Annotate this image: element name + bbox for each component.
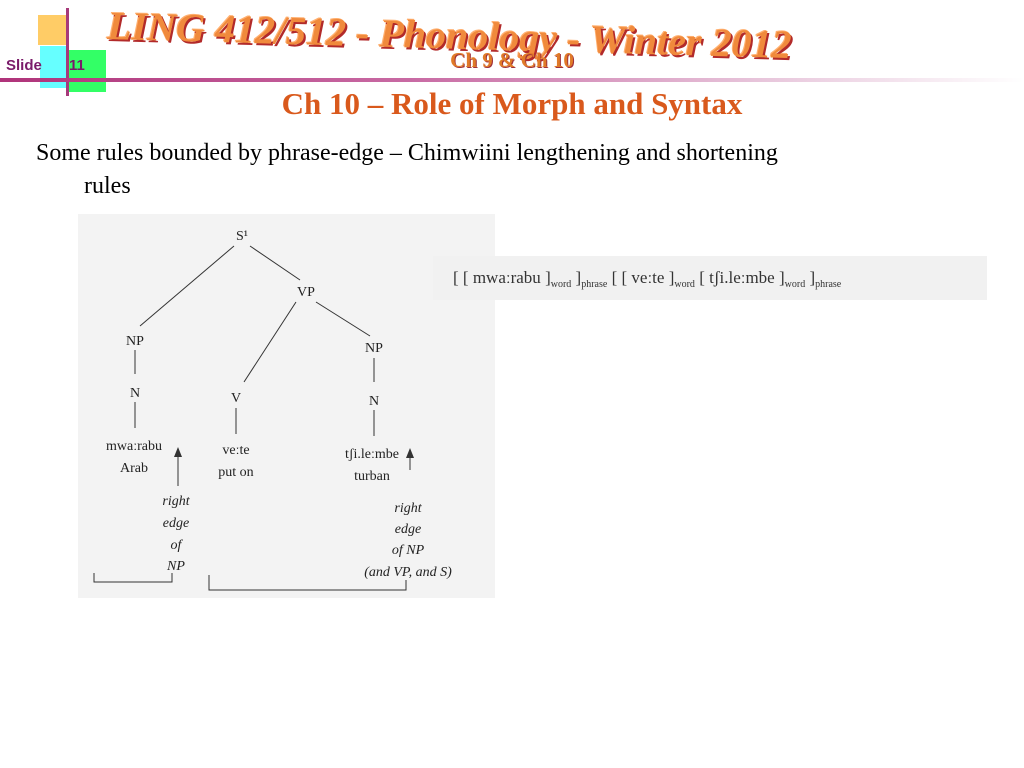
- note2-line3: of NP: [392, 543, 425, 558]
- header-vertical-rule: [66, 8, 69, 96]
- header-deco-green: [66, 50, 106, 92]
- tree-node-v: V: [231, 391, 241, 406]
- tree-node-n-left: N: [130, 386, 140, 401]
- note1-line4: NP: [166, 559, 185, 574]
- note1-line1: right: [162, 494, 190, 509]
- tree-gloss3: turban: [354, 469, 390, 484]
- tree-node-vp: VP: [297, 285, 315, 300]
- phrase-bracketing: [ [ mwaːrabu ]word ]phrase [ [ veːte ]wo…: [433, 256, 987, 300]
- header-deco-orange: [38, 15, 66, 45]
- bullet-text: Some rules bounded by phrase-edge – Chim…: [36, 137, 936, 203]
- note1-line3: of: [171, 538, 184, 553]
- tree-node-np-right: NP: [365, 341, 383, 356]
- bullet-text-line1: Some rules bounded by phrase-edge – Chim…: [36, 140, 778, 166]
- note1-line2: edge: [163, 516, 189, 531]
- bullet-text-line2: rules: [84, 173, 131, 199]
- note2-line2: edge: [395, 522, 421, 537]
- note2-line4: (and VP, and S): [364, 565, 452, 580]
- tree-node-np-left: NP: [126, 334, 144, 349]
- tree-gloss2: put on: [218, 465, 253, 480]
- bracket-text: [ [ mwaːrabu ]word ]phrase [ [ veːte ]wo…: [453, 268, 842, 290]
- syntax-tree-figure: S¹ VP NP N mwaːrabu Arab V veːte put on …: [78, 214, 495, 598]
- syntax-tree-svg: S¹ VP NP N mwaːrabu Arab V veːte put on …: [93, 229, 452, 591]
- tree-word1: mwaːrabu: [106, 439, 162, 454]
- tree-word2: veːte: [222, 443, 249, 458]
- chapter-subtitle: Ch 9 & Ch 10: [0, 48, 1024, 73]
- tree-node-n-right: N: [369, 394, 379, 409]
- chapter-subtitle-text: Ch 9 & Ch 10: [450, 48, 574, 72]
- slide-number: 11: [69, 57, 85, 74]
- phrase-bracketing-svg: [ [ mwaːrabu ]word ]phrase [ [ veːte ]wo…: [453, 268, 842, 290]
- note2-line1: right: [394, 501, 422, 516]
- slide-title: Ch 10 – Role of Morph and Syntax: [281, 86, 743, 121]
- tree-gloss1: Arab: [120, 461, 148, 476]
- tree-node-s: S¹: [236, 229, 248, 244]
- tree-word3: tʃi.leːmbe: [345, 447, 399, 462]
- header-horizontal-rule: [0, 78, 1024, 82]
- slide-label: Slide: [6, 57, 42, 74]
